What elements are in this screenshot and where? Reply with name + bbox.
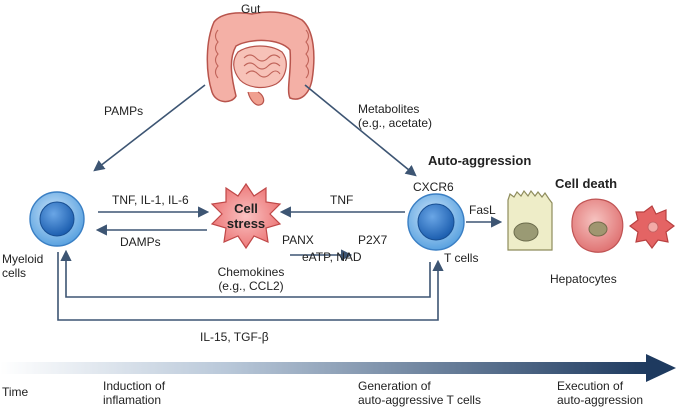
timeline-label: Time — [2, 385, 29, 399]
fasl-label: FasL — [469, 203, 496, 217]
arrow-gut-to-tcells — [304, 84, 417, 177]
hepatocyte-dying — [629, 205, 675, 249]
myeloid-label-line1: Myeloid — [2, 252, 44, 266]
chemokines-label: Chemokines — [217, 265, 285, 279]
cell-death-heading: Cell death — [555, 176, 618, 191]
cell-stress-label: Cell stress — [226, 201, 266, 231]
stage-execution-line2: auto-aggression — [557, 393, 644, 407]
metabolites-label: Metabolites — [358, 102, 420, 116]
small-intestine-shape — [233, 45, 287, 89]
damps-label: DAMPs — [120, 235, 161, 249]
arrow-il15 — [57, 252, 444, 321]
arrows — [57, 84, 503, 321]
cell-stress-burst — [210, 182, 282, 250]
hepatocyte-intact — [507, 189, 553, 251]
eatp-label: eATP, NAD — [302, 250, 362, 264]
stage-execution-line1: Execution of — [557, 379, 624, 393]
hepatocyte-stressed — [571, 198, 624, 253]
auto-aggression-heading: Auto-aggression — [428, 153, 532, 168]
cxcr6-label: CXCR6 — [413, 180, 454, 194]
stage-generation-line2: auto-aggressive T cells — [358, 393, 481, 407]
stage-induction-line1: Induction of — [103, 379, 166, 393]
arrow-chemokines — [60, 249, 431, 298]
tnf-il-label: TNF, IL-1, IL-6 — [112, 193, 189, 207]
p2x7-label: P2X7 — [358, 233, 388, 247]
t-cell — [407, 193, 465, 251]
stage-generation-line1: Generation of — [358, 379, 431, 393]
pamps-label: PAMPs — [104, 104, 144, 118]
cell-stress-label-line1: Cell — [234, 201, 258, 216]
gut-illustration — [206, 11, 315, 106]
intestine-folds — [243, 54, 281, 78]
hepatocytes-label: Hepatocytes — [550, 272, 617, 286]
appendix-shape — [247, 91, 265, 106]
tnf-label: TNF — [330, 193, 354, 207]
myeloid-label-line2: cells — [2, 266, 27, 280]
stage-induction-line2: inflamation — [103, 393, 162, 407]
panx-label: PANX — [282, 233, 314, 247]
timeline-arrow — [0, 354, 676, 382]
myeloid-cell — [29, 191, 85, 247]
chemokines-example-label: (e.g., CCL2) — [218, 279, 284, 293]
gut-label: Gut — [241, 2, 261, 16]
il15-label: IL-15, TGF-β — [200, 330, 269, 344]
arrow-gut-to-myeloid — [93, 84, 206, 172]
colon-segments — [214, 29, 310, 79]
tcells-label: T cells — [444, 251, 479, 265]
cell-stress-label-line2: stress — [226, 216, 266, 231]
metabolites-example-label: (e.g., acetate) — [358, 116, 433, 130]
colon-shape — [206, 11, 315, 103]
